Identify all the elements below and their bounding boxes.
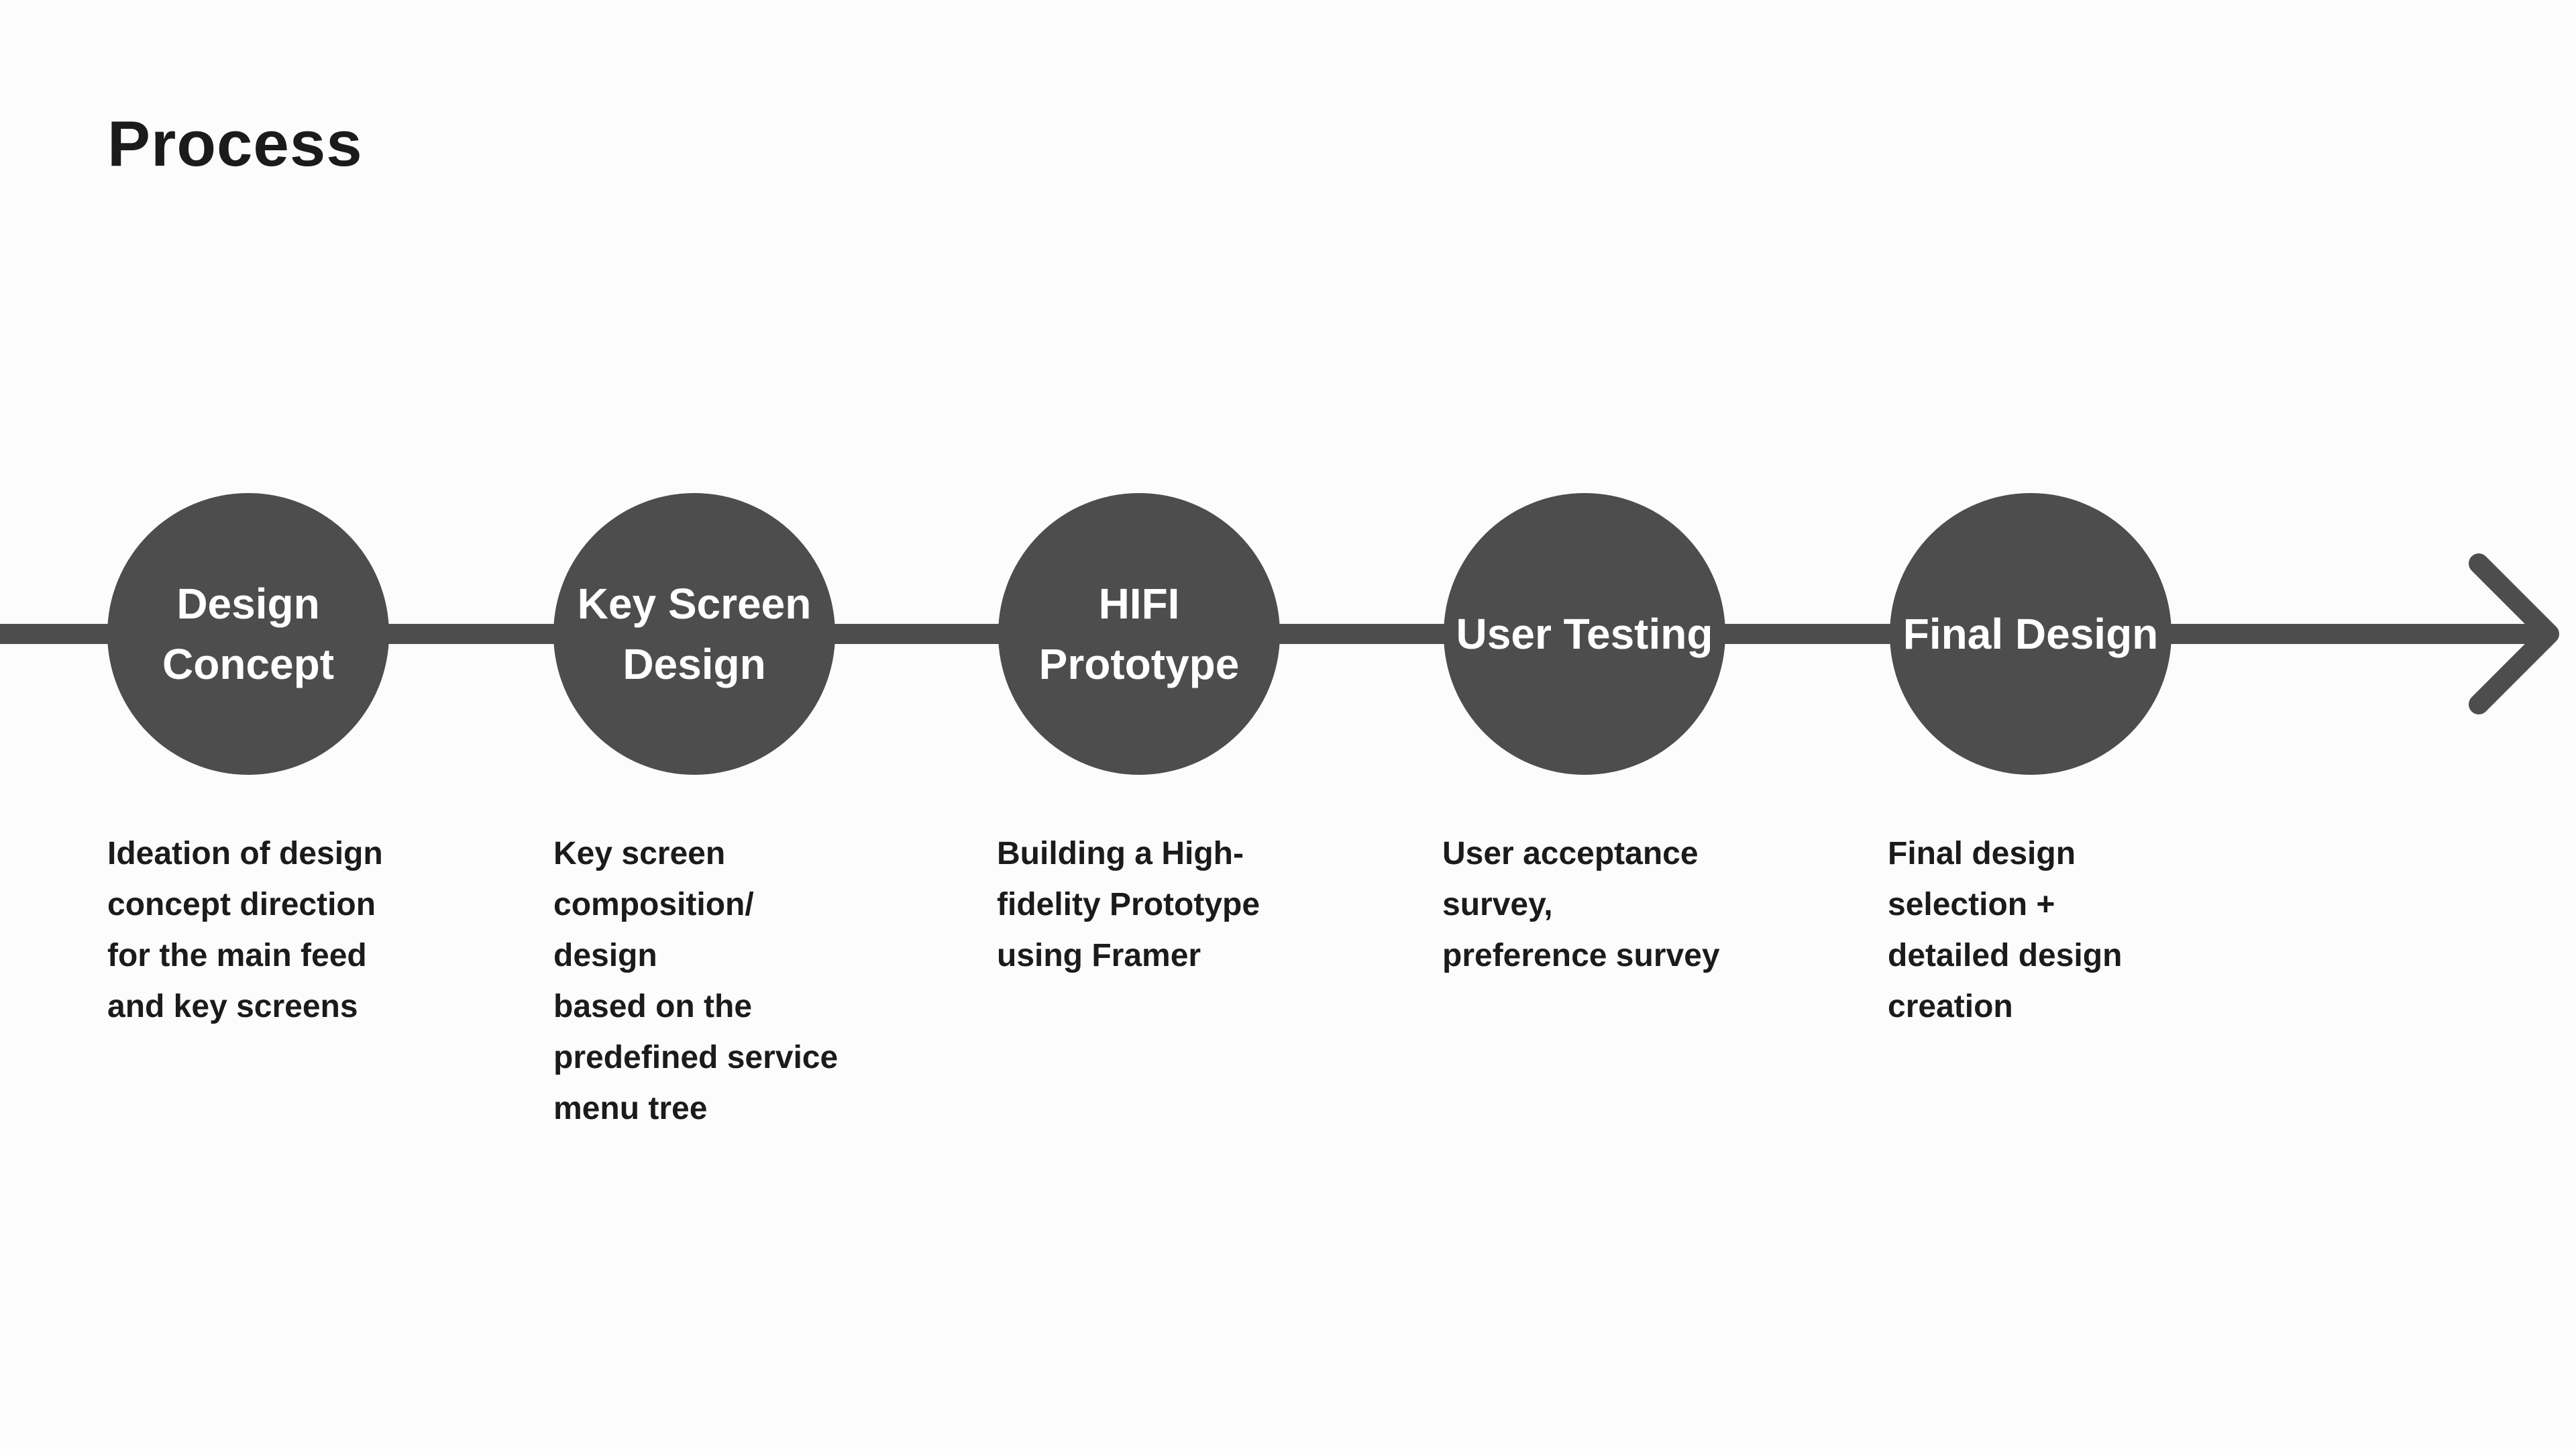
step-label: Design Concept (162, 580, 334, 688)
step-description-hifi-prototype: Building a High- fidelity Prototype usin… (997, 836, 1260, 973)
step-label: Key Screen Design (577, 580, 812, 688)
step-circle-user-testing: User Testing (1444, 493, 1725, 775)
step-circle-design-concept: Design Concept (107, 493, 389, 775)
step-label: User Testing (1456, 610, 1713, 658)
step-circle-key-screen-design: Key Screen Design (553, 493, 835, 775)
step-circle-final-design: Final Design (1890, 493, 2171, 775)
arrow-head-icon (2469, 553, 2559, 714)
step-label: HIFI Prototype (1038, 580, 1240, 688)
step-label: Final Design (1902, 610, 2159, 658)
step-circle-hifi-prototype: HIFI Prototype (998, 493, 1280, 775)
step-description-user-testing: User acceptance survey, preference surve… (1442, 836, 1720, 973)
step-description-final-design: Final design selection + detailed design… (1888, 836, 2123, 1024)
step-description-key-screen-design: Key screen composition/ design based on … (553, 836, 839, 1126)
page-title: Process (107, 108, 363, 180)
step-description-design-concept: Ideation of design concept direction for… (107, 836, 383, 1024)
